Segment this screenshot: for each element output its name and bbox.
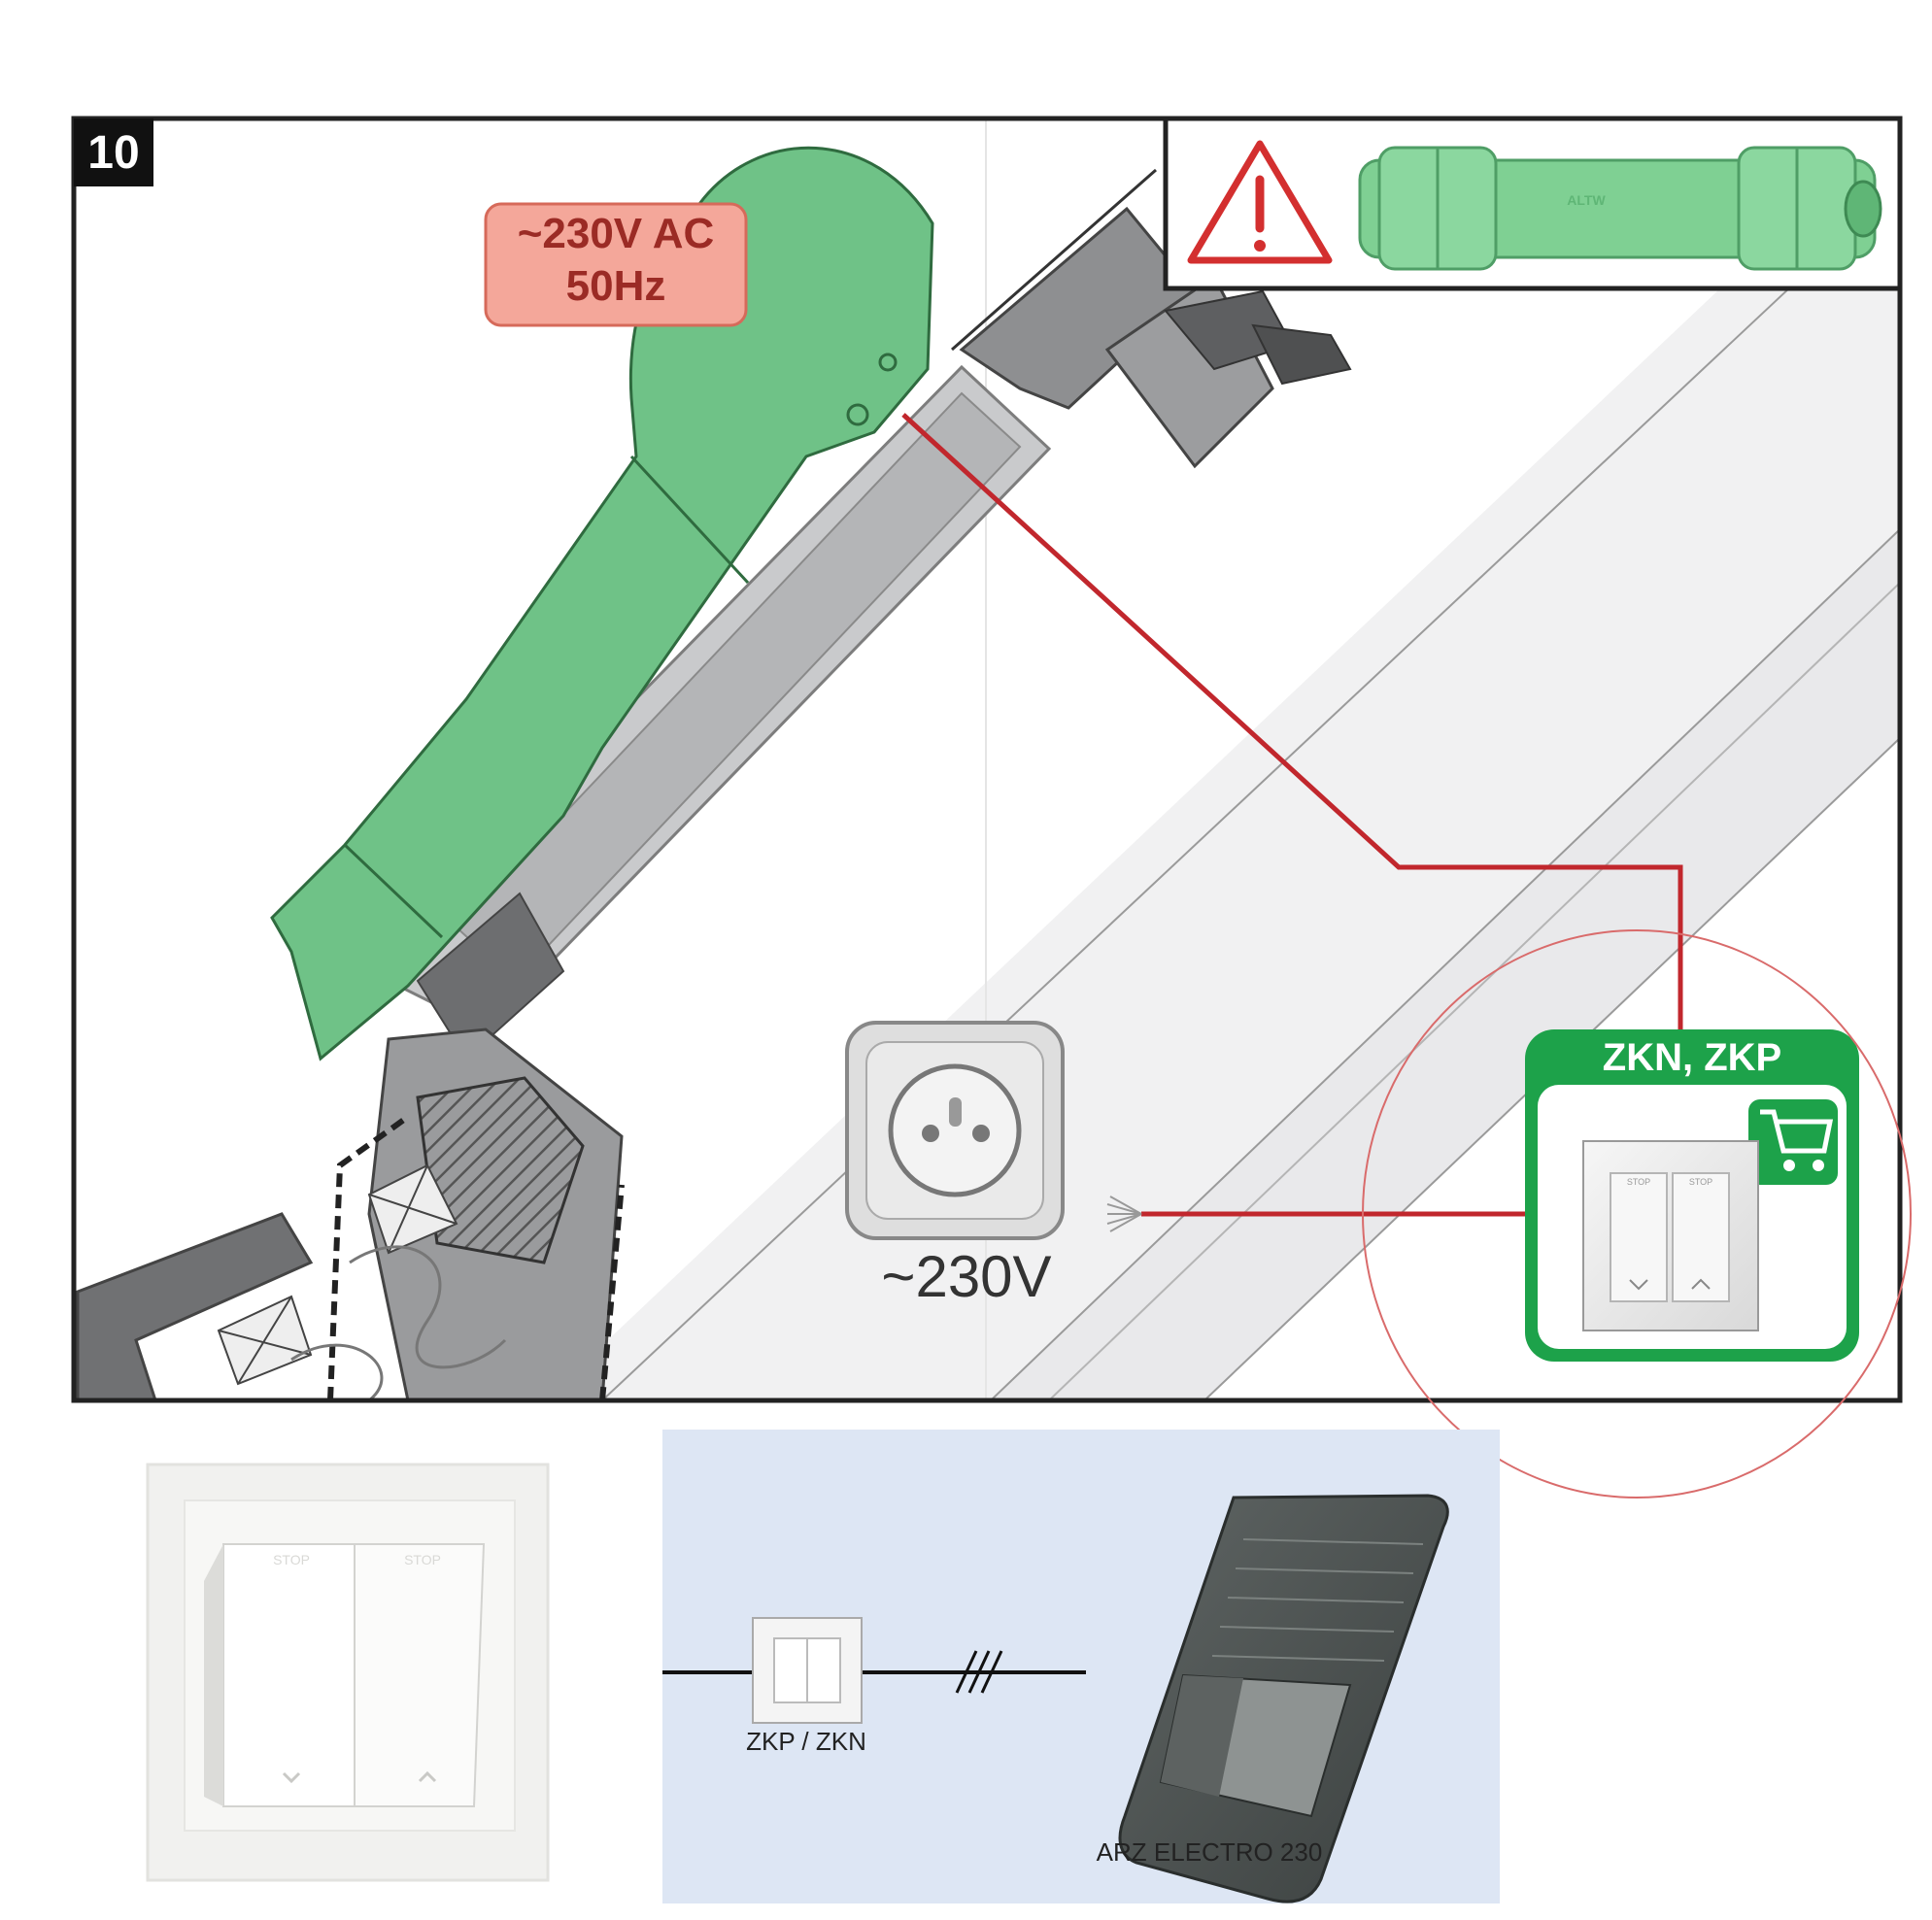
voltage-label-line1: ~230V AC [517,210,715,257]
switch-key-right-text: STOP [1688,1177,1713,1187]
diagram-frame [71,116,1903,1403]
voltage-label: ~230V AC 50Hz [486,208,746,313]
bottom-shutter-label: ARZ ELECTRO 230 [1096,1837,1323,1867]
photo-switch-right-text: STOP [404,1552,441,1567]
step-number: 10 [87,126,140,179]
flashing-detail [76,1027,625,1400]
control-cable [901,413,1683,1029]
connector-brand: ALTW [1567,192,1606,208]
cart-icon [1748,1099,1838,1185]
socket-label: ~230V [881,1244,1052,1309]
voltage-label-box [484,202,748,327]
wall-switch-photo [146,1463,550,1882]
top-bracket [951,168,1352,469]
photo-switch-left-text: STOP [273,1552,310,1567]
power-socket-icon [845,1021,1065,1240]
voltage-label-line2: 50Hz [565,262,666,310]
highlight-circle [1362,929,1912,1499]
bottom-switch-label: ZKP / ZKN [746,1727,866,1756]
switch-badge-label: ZKN, ZKP [1602,1036,1782,1079]
small-switch-image [752,1617,863,1724]
cable-connector-image [1358,146,1882,271]
wall-switch-image [1582,1140,1759,1331]
warning-triangle-icon [1187,140,1333,264]
wire-ends [1106,1196,1142,1232]
switch-badge [1525,1029,1859,1362]
roller-shutter-image [1118,1494,1449,1903]
step-number-box [74,118,153,186]
switch-key-left-text: STOP [1626,1177,1651,1187]
